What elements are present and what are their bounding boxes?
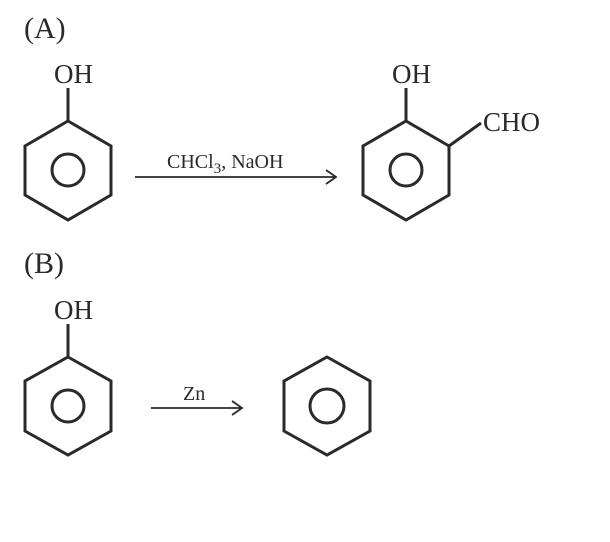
reaction-b-label: (B) xyxy=(24,247,64,280)
oh-label: OH xyxy=(392,59,431,89)
aromatic-circle xyxy=(50,388,86,424)
cho-label: CHO xyxy=(483,107,540,137)
benzene xyxy=(282,355,372,457)
reagent-label-a: CHCl3, NaOH xyxy=(167,151,283,177)
reaction-arrow-a: CHCl3, NaOH xyxy=(135,151,338,185)
benzene-ring xyxy=(23,355,113,457)
reaction-a-label: (A) xyxy=(24,12,66,45)
oh-label: OH xyxy=(54,59,93,89)
cho-bond xyxy=(448,121,482,148)
aromatic-circle xyxy=(388,152,424,188)
benzene-ring xyxy=(361,119,451,222)
benzene-ring xyxy=(23,119,113,222)
aromatic-circle xyxy=(50,152,86,188)
reagent-label-b: Zn xyxy=(183,383,205,405)
phenol-b: OH xyxy=(23,295,113,457)
reaction-arrow-b: Zn xyxy=(151,383,244,416)
phenol-a: OH xyxy=(23,59,113,222)
aromatic-circle xyxy=(308,387,346,425)
salicylaldehyde: OH CHO xyxy=(361,59,540,222)
benzene-ring xyxy=(282,355,372,457)
oh-label: OH xyxy=(54,295,93,325)
